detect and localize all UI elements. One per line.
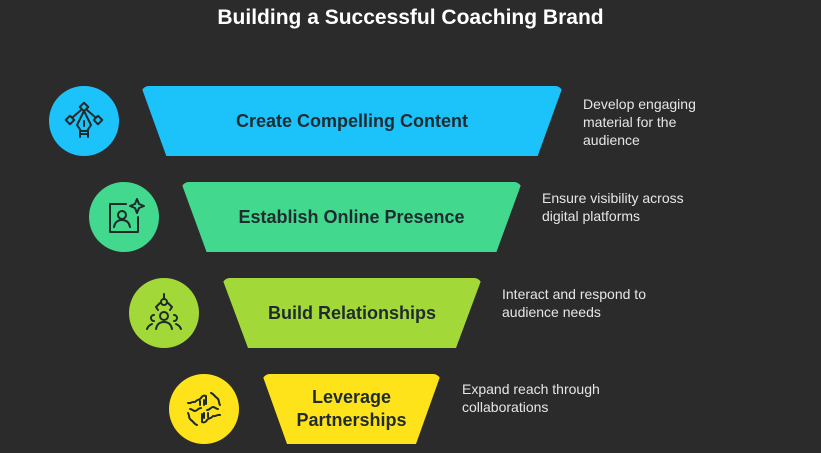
step-label: Establish Online Presence — [238, 206, 465, 227]
step-leverage-partnerships: Leverage Partnerships — [262, 374, 441, 444]
people-network-icon — [129, 278, 199, 348]
step-description: Develop engaging material for the audien… — [583, 96, 696, 148]
step-description: Ensure visibility across digital platfor… — [542, 190, 684, 224]
step-create-compelling-content: Create Compelling Content — [141, 86, 563, 156]
step-description: Expand reach through collaborations — [462, 381, 600, 415]
handshake-icon — [169, 374, 239, 444]
step-label: Create Compelling Content — [235, 110, 468, 131]
step-establish-online-presence: Establish Online Presence — [181, 182, 522, 252]
step-build-relationships: Build Relationships — [222, 278, 482, 348]
step-description: Interact and respond to audience needs — [502, 286, 646, 320]
step-label: Build Relationships — [267, 302, 436, 323]
step-label: Leverage Partnerships — [296, 387, 407, 430]
diagram-title: Building a Successful Coaching Brand — [217, 6, 604, 29]
pen-tool-icon — [49, 86, 119, 156]
profile-sparkle-icon — [89, 182, 159, 252]
